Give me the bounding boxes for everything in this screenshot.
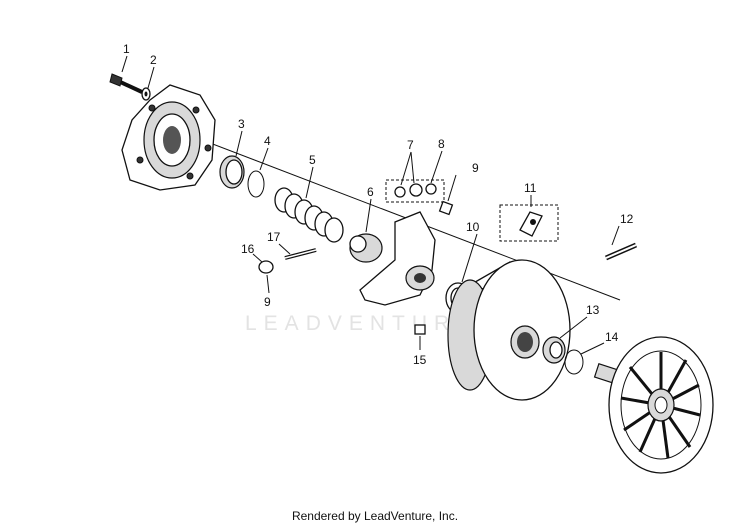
part-2-washer[interactable]: [141, 87, 151, 101]
part-7-8-hardware[interactable]: [385, 179, 445, 203]
callout-9-upper: 9: [472, 161, 479, 175]
callout-14: 14: [605, 330, 619, 344]
callout-2: 2: [150, 53, 157, 67]
arm-bracket[interactable]: [359, 211, 436, 306]
watermark: LEADVENTURE: [245, 312, 477, 335]
callout-16: 16: [241, 242, 255, 256]
callout-9-lower: 9: [264, 295, 271, 309]
callout-13: 13: [586, 303, 600, 317]
callout-1: 1: [123, 42, 130, 56]
part-1-bolt[interactable]: [109, 73, 143, 94]
part-4-snap-ring[interactable]: [247, 170, 265, 198]
callout-3: 3: [238, 117, 245, 131]
leader-lines: [121, 55, 620, 355]
footer-credit: Rendered by LeadVenture, Inc.: [292, 509, 458, 523]
moveable-sheave[interactable]: [447, 259, 571, 401]
callout-4: 4: [264, 134, 271, 148]
callout-15: 15: [413, 353, 427, 367]
callout-10: 10: [466, 220, 480, 234]
callout-7: 7: [407, 138, 414, 152]
callout-8: 8: [438, 137, 445, 151]
callout-5: 5: [309, 153, 316, 167]
part-6-roller[interactable]: [349, 233, 383, 263]
callout-6: 6: [367, 185, 374, 199]
part-17-pin[interactable]: [284, 248, 317, 260]
part-13-bushing[interactable]: [542, 336, 566, 364]
part-15-nut[interactable]: [414, 324, 426, 335]
part-5-spring[interactable]: [274, 187, 344, 243]
part-3-bushing[interactable]: [219, 155, 245, 189]
callout-17: 17: [267, 230, 281, 244]
callout-labels: 1 2 3 4 5 6 7 8 9 9 10 11 12 13 14 15 16…: [123, 42, 634, 367]
cover-housing[interactable]: [121, 84, 216, 191]
part-12-bolt[interactable]: [605, 242, 637, 261]
part-16-cap[interactable]: [258, 260, 274, 274]
callout-12: 12: [620, 212, 634, 226]
fixed-sheave-wheel[interactable]: [593, 336, 714, 474]
part-9-nut-upper[interactable]: [438, 200, 454, 216]
callout-11: 11: [524, 181, 537, 195]
part-14-ring[interactable]: [564, 349, 584, 375]
part-11-clip[interactable]: [499, 204, 559, 242]
